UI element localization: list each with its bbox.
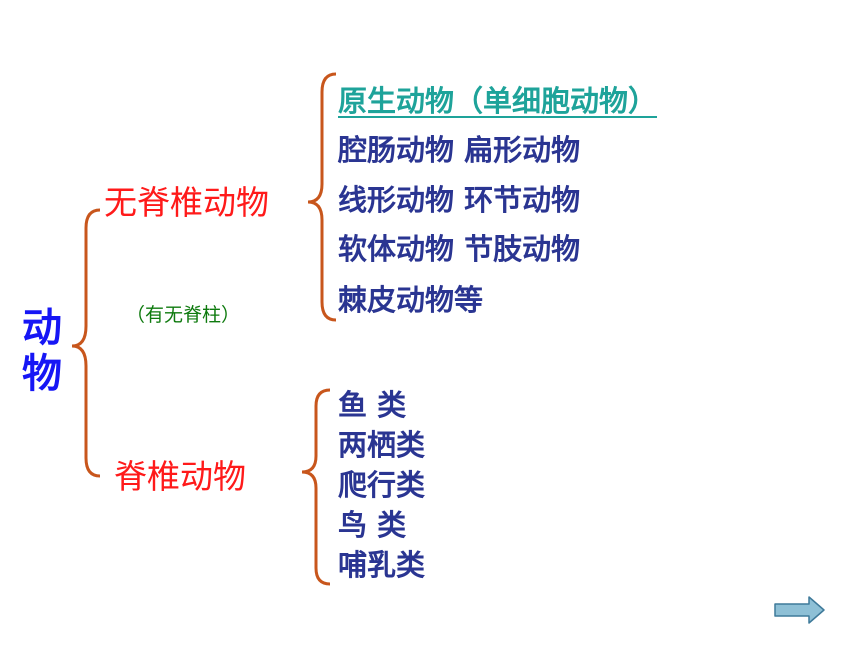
- invertebrate-item: 腔肠动物 扁形动物: [338, 133, 581, 167]
- right-arrow-icon: [774, 596, 825, 624]
- vertebrate-item: 爬行类: [338, 468, 426, 502]
- invertebrate-brace: [307, 72, 337, 322]
- invertebrate-item: 软体动物 节肢动物: [338, 232, 581, 266]
- root-label: 动 物: [14, 305, 70, 397]
- vertebrate-item: 哺乳类: [338, 548, 426, 582]
- vertebrate-item: 鱼 类: [338, 388, 407, 422]
- vertebrate-brace: [301, 388, 331, 586]
- invertebrate-label: 无脊椎动物: [104, 183, 269, 222]
- vertebrate-item: 两栖类: [338, 428, 426, 462]
- invertebrate-item: 线形动物 环节动物: [338, 183, 581, 217]
- root-char-1: 动: [22, 305, 62, 351]
- invertebrate-item: 棘皮动物等: [338, 283, 484, 317]
- vertebrate-label: 脊椎动物: [114, 457, 246, 496]
- vertebrate-item: 鸟 类: [338, 508, 407, 542]
- root-char-2: 物: [22, 351, 62, 397]
- next-slide-button[interactable]: [773, 595, 827, 625]
- invertebrate-item-protozoa-link[interactable]: 原生动物（单细胞动物）: [338, 84, 658, 118]
- spine-note: （有无脊柱）: [126, 304, 241, 326]
- main-brace: [71, 208, 101, 478]
